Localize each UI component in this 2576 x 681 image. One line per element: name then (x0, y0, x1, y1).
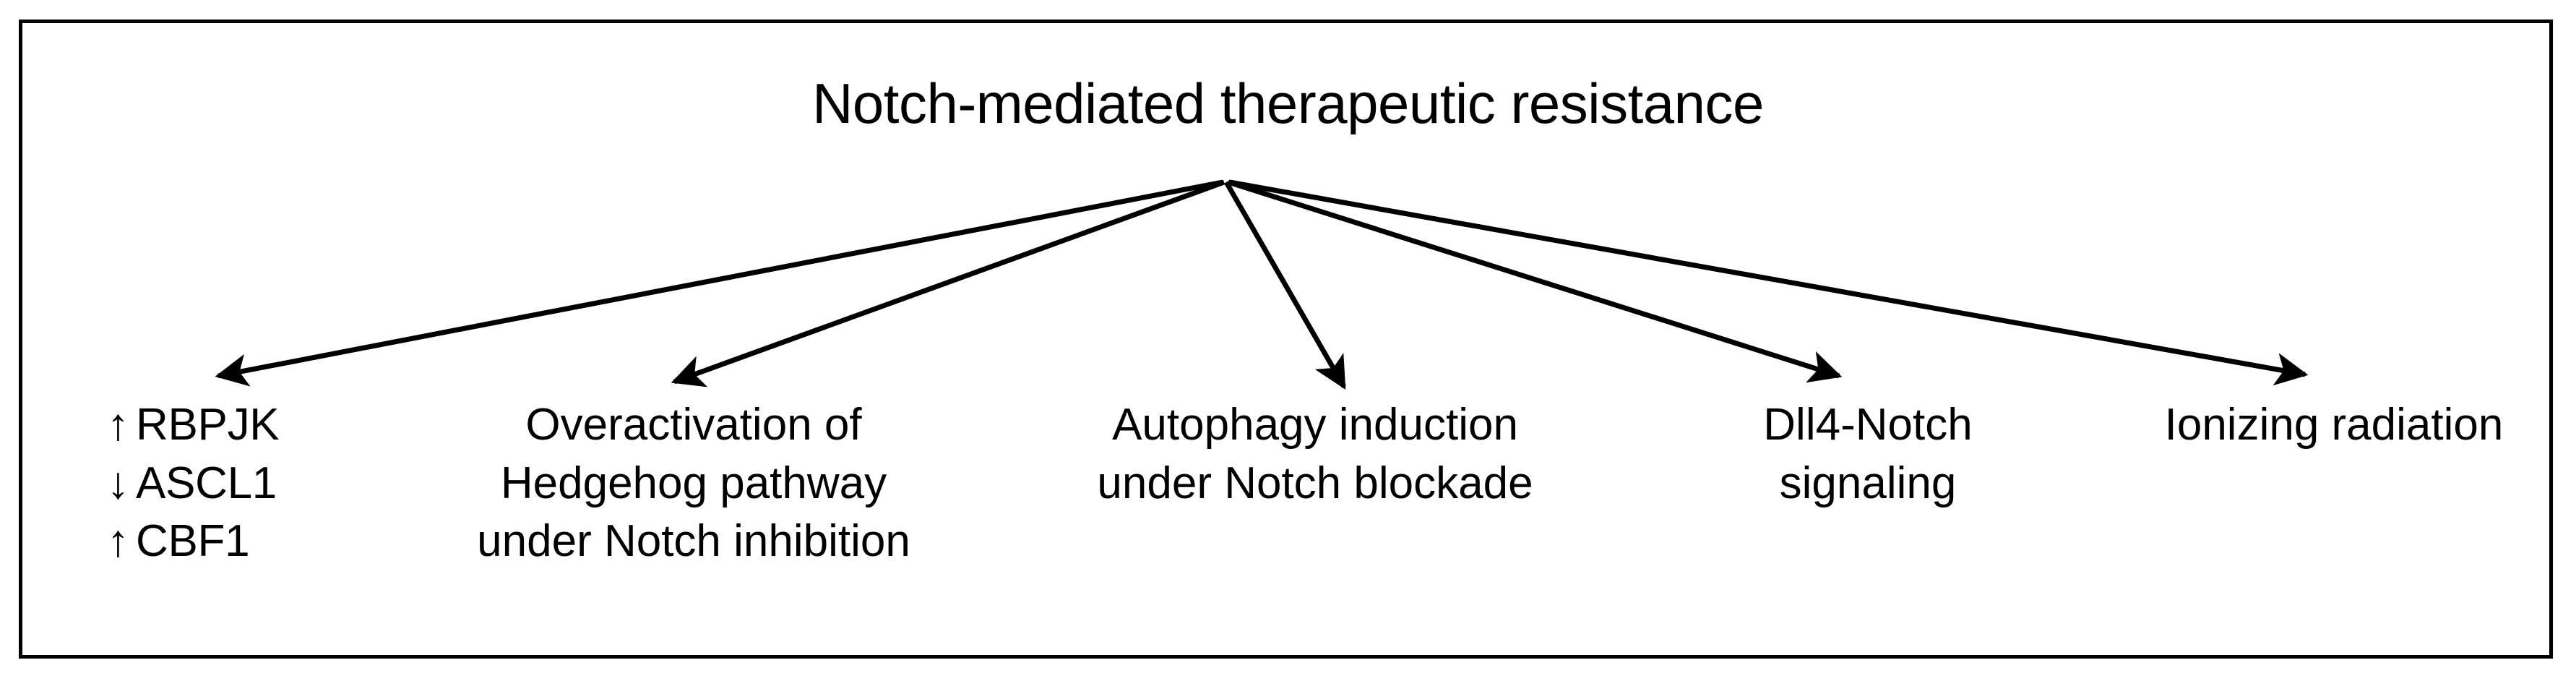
node-radiation-line-1: Ionizing radiation (2164, 400, 2504, 450)
marker-label-rbpjk: RBPJK (136, 400, 280, 450)
node-autophagy-line-1: Autophagy induction (1112, 400, 1518, 450)
down-arrow-icon: ↓ (107, 458, 129, 508)
node-autophagy: Autophagy induction under Notch blockade (1033, 396, 1597, 513)
figure-border (19, 20, 2553, 659)
node-autophagy-line-2: under Notch blockade (1097, 458, 1533, 508)
node-dll4-line-2: signaling (1779, 458, 1957, 508)
node-hedgehog-line-3: under Notch inhibition (477, 516, 910, 567)
page-title: Notch-mediated therapeutic resistance (812, 72, 1764, 135)
marker-row-rbpjk: ↑RBPJK (107, 396, 280, 455)
up-arrow-icon: ↑ (107, 400, 129, 450)
node-dll4-line-1: Dll4-Notch (1763, 400, 1973, 450)
node-dll4: Dll4-Notch signaling (1662, 396, 2074, 513)
marker-row-cbf1: ↑CBF1 (107, 513, 279, 571)
node-hedgehog-line-2: Hedgehog pathway (500, 458, 887, 508)
up-arrow-icon: ↑ (107, 516, 129, 567)
node-hedgehog: Overactivation of Hedgehog pathway under… (441, 396, 947, 571)
marker-label-cbf1: CBF1 (136, 516, 250, 567)
marker-row-ascl1: ↓ASCL1 (107, 455, 279, 513)
node-markers: ↑RBPJK ↓ASCL1 ↑CBF1 (107, 396, 280, 571)
node-hedgehog-line-1: Overactivation of (525, 400, 862, 450)
marker-label-ascl1: ASCL1 (136, 458, 277, 508)
node-radiation: Ionizing radiation (2117, 396, 2551, 455)
